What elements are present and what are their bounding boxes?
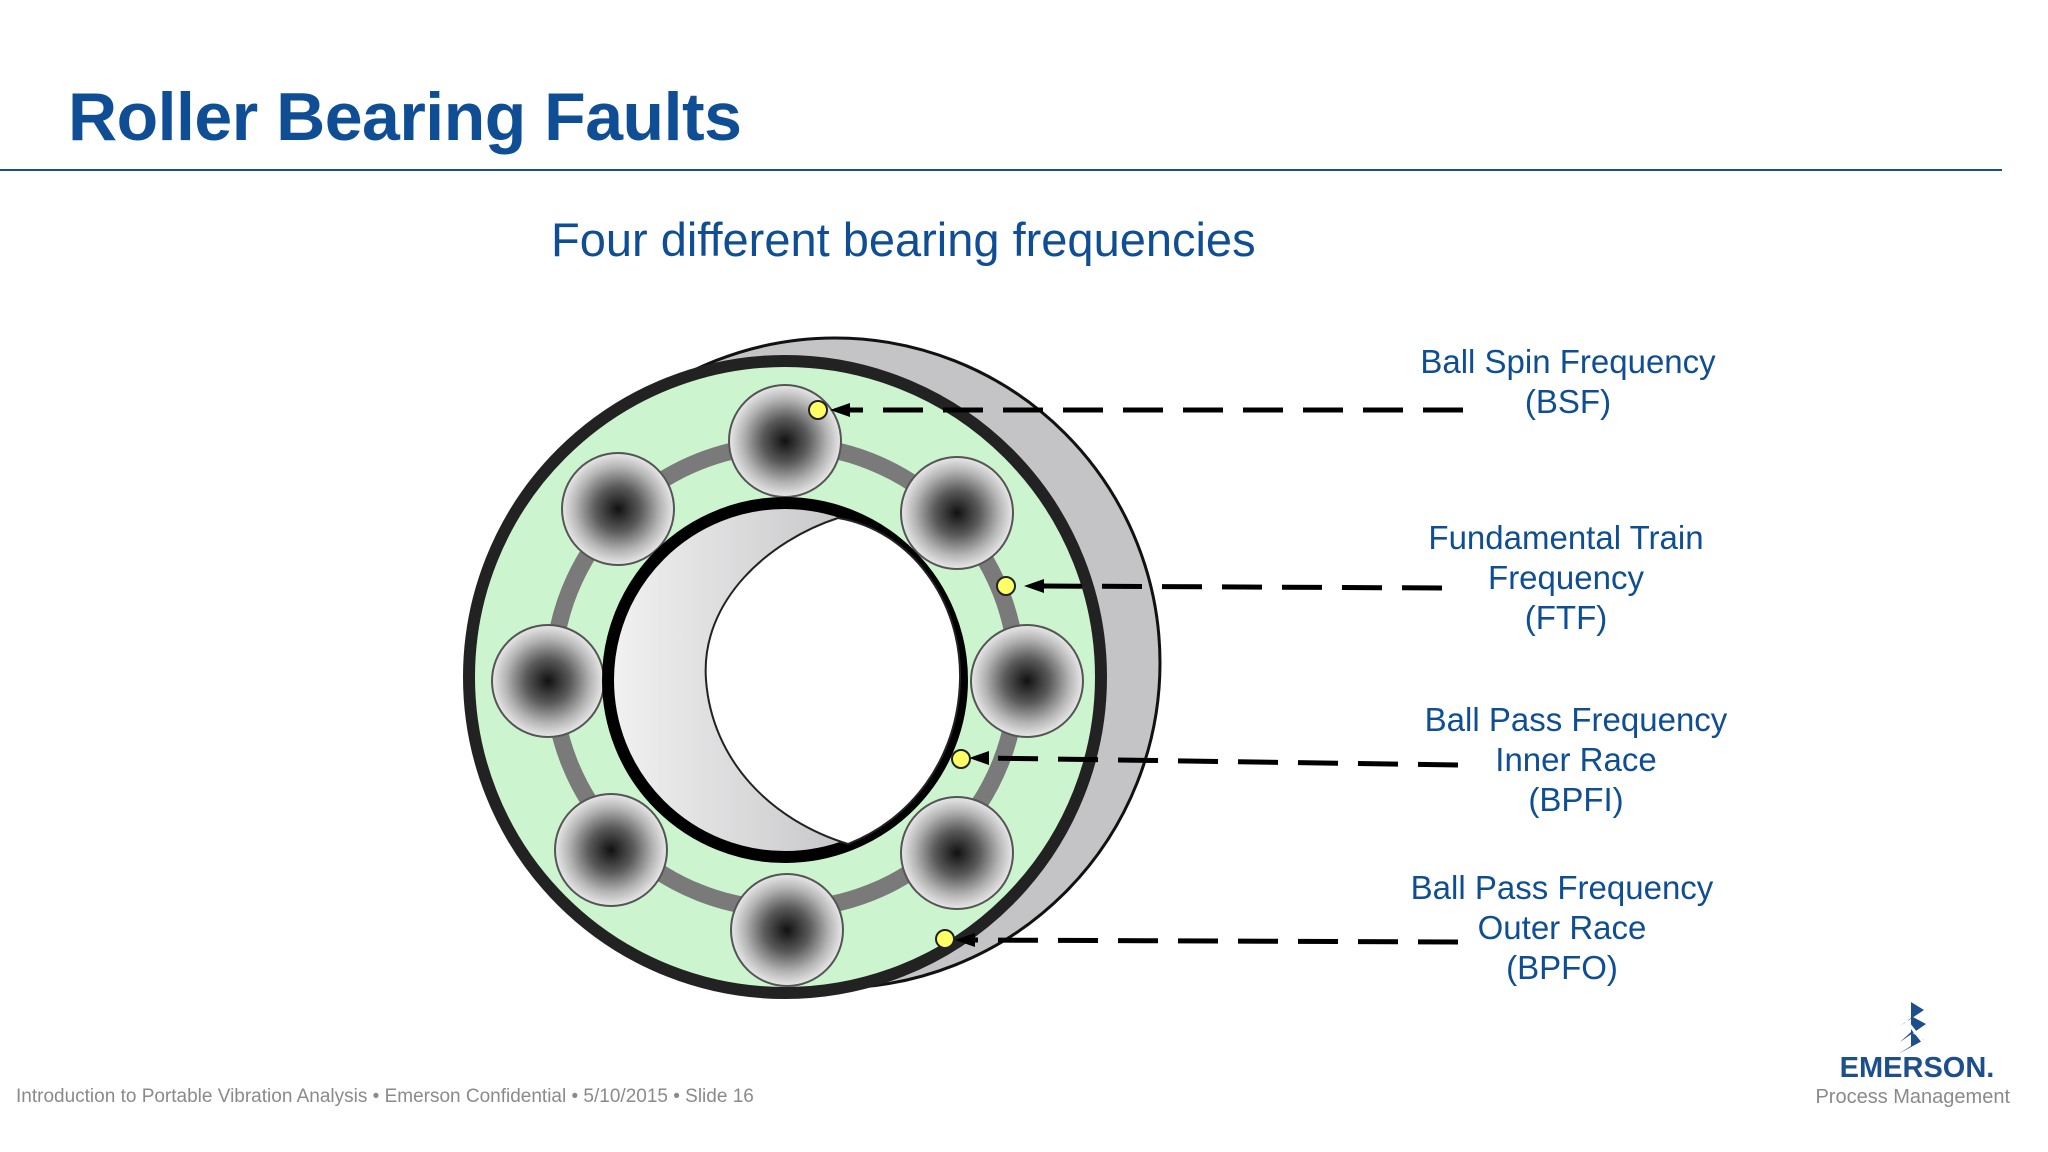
emerson-logo: EMERSON. Process Management bbox=[1810, 1002, 2010, 1112]
ftf-label-line: Frequency bbox=[1488, 559, 1644, 596]
emerson-logo-name: EMERSON. bbox=[1839, 1052, 1995, 1084]
ball bbox=[491, 624, 605, 738]
bpfo-label-line: (BPFO) bbox=[1506, 949, 1618, 986]
slide-subtitle: Four different bearing frequencies bbox=[551, 213, 1256, 266]
bpfi-arrow bbox=[969, 751, 1459, 768]
bpfi-label-line: Inner Race bbox=[1495, 741, 1657, 778]
inner-race bbox=[602, 497, 968, 863]
ftf-label-line: Fundamental Train bbox=[1428, 519, 1704, 556]
ftf-marker bbox=[996, 576, 1016, 596]
slide-footer: Introduction to Portable Vibration Analy… bbox=[16, 1086, 754, 1107]
bpfi-label-line: Ball Pass Frequency bbox=[1424, 701, 1728, 738]
bpfo-label-line: Outer Race bbox=[1477, 909, 1647, 946]
emerson-logo-subtitle: Process Management bbox=[1815, 1086, 2010, 1108]
bpfo-marker bbox=[935, 929, 955, 949]
bpfo-label-line: Ball Pass Frequency bbox=[1410, 869, 1714, 906]
ftf-label-line: (FTF) bbox=[1524, 599, 1608, 636]
bsf-marker bbox=[808, 400, 828, 420]
ball bbox=[728, 384, 842, 498]
ball bbox=[730, 873, 844, 987]
ball bbox=[554, 793, 668, 907]
ball bbox=[900, 456, 1014, 570]
ftf-arrow bbox=[1024, 579, 1443, 593]
ball bbox=[970, 624, 1084, 738]
bsf-label: Ball Spin Frequency (BSF) bbox=[1348, 342, 1788, 422]
bpfo-label: Ball Pass Frequency Outer Race (BPFO) bbox=[1342, 868, 1782, 988]
bpfi-marker bbox=[951, 749, 971, 769]
bpfi-label: Ball Pass Frequency Inner Race (BPFI) bbox=[1356, 700, 1796, 820]
bsf-label-line: Ball Spin Frequency bbox=[1420, 343, 1716, 380]
emerson-logo-icon bbox=[1894, 1002, 1930, 1054]
slide-title: Roller Bearing Faults bbox=[68, 79, 742, 155]
bpfi-label-line: (BPFI) bbox=[1528, 781, 1624, 818]
ftf-label: Fundamental Train Frequency (FTF) bbox=[1346, 518, 1786, 638]
bsf-label-line: (BSF) bbox=[1524, 383, 1612, 420]
rolling-elements bbox=[491, 384, 1084, 987]
ball bbox=[900, 796, 1014, 910]
title-divider bbox=[0, 169, 2002, 171]
bpfo-arrow bbox=[955, 933, 1459, 947]
fault-markers bbox=[808, 400, 1016, 949]
bsf-arrow bbox=[830, 403, 1463, 417]
leader-arrows bbox=[830, 403, 1463, 947]
ball bbox=[561, 452, 675, 566]
